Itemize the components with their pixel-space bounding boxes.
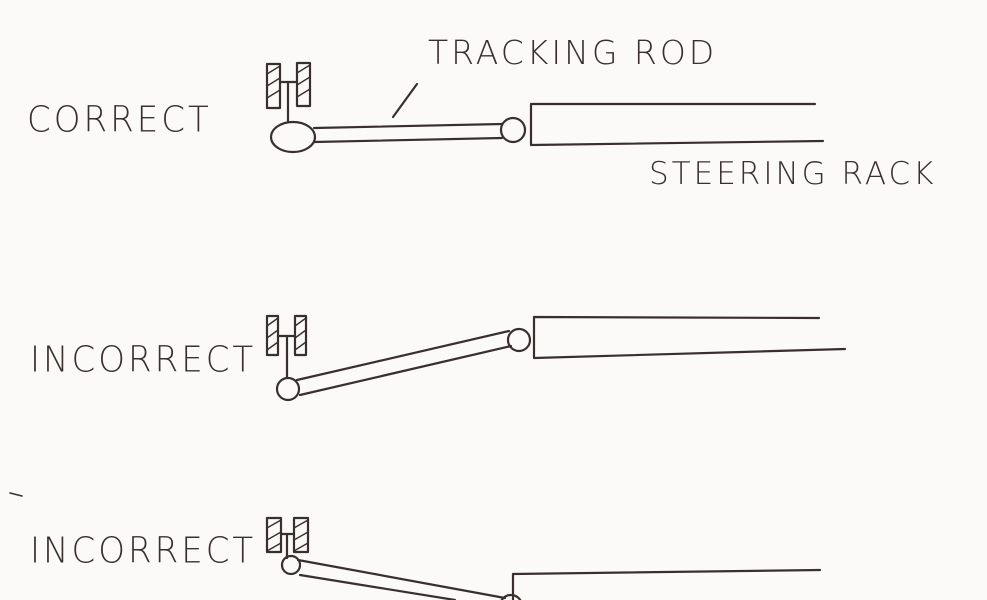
steering-rack (529, 102, 825, 147)
wheel-icon (265, 314, 308, 380)
tracking-rod (296, 558, 507, 600)
steering-rack (511, 568, 822, 600)
joint-outer (269, 120, 317, 154)
row-label-incorrect-1: INCORRECT (30, 339, 257, 381)
tracking-rod (312, 122, 504, 144)
label-steering-rack: STEERING RACK (649, 156, 937, 192)
row-incorrect-2-drawing (265, 516, 822, 600)
ink-speck (9, 492, 23, 497)
tracking-rod (295, 329, 513, 397)
wheel-icon (265, 516, 310, 560)
row-label-correct: CORRECT (27, 99, 212, 141)
row-label-incorrect-2: INCORRECT (30, 530, 257, 572)
label-tracking-rod: TRACKING ROD (428, 33, 718, 72)
steering-rack (532, 315, 847, 360)
joint-outer (280, 554, 302, 576)
wheel-icon (265, 61, 312, 124)
joint-inner (499, 116, 527, 144)
joint-inner (506, 327, 532, 353)
row-correct-drawing (265, 61, 825, 154)
annotation-leader (391, 82, 419, 119)
joint-inner (500, 593, 522, 600)
row-incorrect-1-drawing (265, 314, 847, 402)
joint-outer (275, 376, 301, 402)
